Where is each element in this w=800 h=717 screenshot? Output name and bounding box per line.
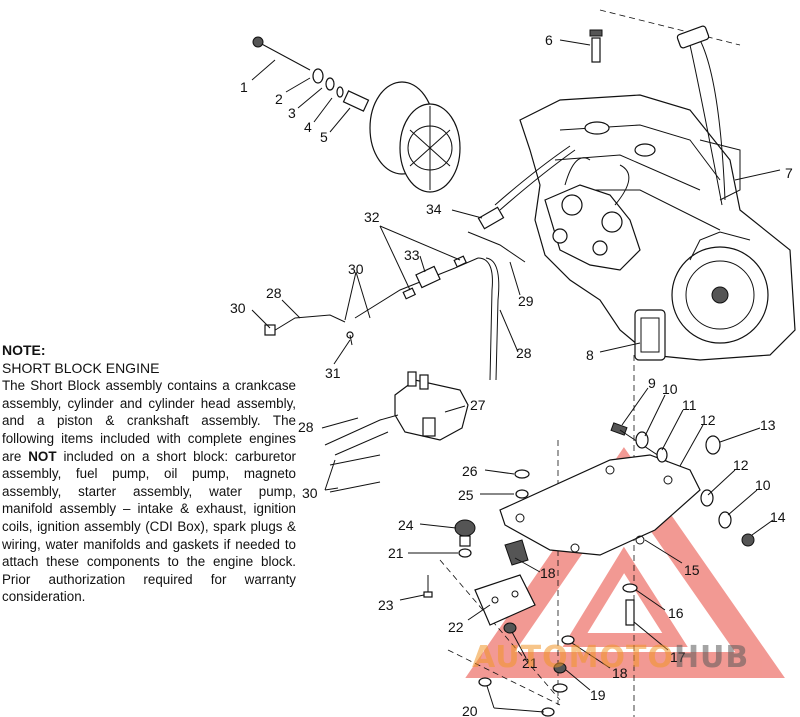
callout-15: 15 — [684, 562, 700, 578]
mount-hardware-bottom — [423, 469, 638, 717]
callout-14: 14 — [770, 509, 786, 525]
note-body-part1: The Short Block assembly contains a cran… — [2, 378, 296, 464]
ignition-wire — [589, 25, 726, 206]
callout-28a: 28 — [266, 285, 282, 301]
note-body-emphasis: NOT — [28, 448, 57, 464]
callout-11: 11 — [682, 397, 697, 413]
callout-5: 5 — [320, 129, 328, 145]
callout-23: 23 — [378, 597, 394, 613]
callout-30c: 30 — [302, 485, 318, 501]
callout-30a: 30 — [230, 300, 246, 316]
callout-9: 9 — [648, 375, 656, 391]
callout-4: 4 — [304, 119, 312, 135]
callout-3: 3 — [288, 105, 296, 121]
callout-30b: 30 — [348, 261, 364, 277]
callout-21b: 21 — [522, 655, 538, 671]
callout-31: 31 — [325, 365, 341, 381]
callout-20: 20 — [462, 703, 478, 717]
note-body-part2: included on a short block: carburetor as… — [2, 448, 296, 605]
callout-numbers: 1 2 3 4 5 6 7 8 9 10 11 12 13 12 10 14 1… — [230, 32, 793, 717]
callout-19: 19 — [590, 687, 606, 703]
callout-16: 16 — [668, 605, 684, 621]
watermark-text-part1: AUTOMOTO — [472, 640, 674, 675]
callout-28c: 28 — [516, 345, 532, 361]
leader-lines — [251, 39, 781, 713]
callout-18b: 18 — [612, 665, 628, 681]
callout-28b: 28 — [298, 419, 314, 435]
callout-21a: 21 — [388, 545, 404, 561]
callout-26: 26 — [462, 463, 478, 479]
watermark-text: AUTOMOTOHUB — [472, 640, 749, 675]
watermark-text-part2: HUB — [673, 640, 750, 675]
callout-2: 2 — [275, 91, 283, 107]
callout-29: 29 — [518, 293, 534, 309]
note-title: NOTE: — [2, 342, 46, 358]
callout-27: 27 — [470, 397, 486, 413]
callout-1: 1 — [240, 79, 248, 95]
callout-32: 32 — [364, 209, 380, 225]
short-block-note: NOTE: SHORT BLOCK ENGINE The Short Block… — [2, 342, 296, 606]
mount-hardware-right — [610, 422, 755, 547]
callout-12b: 12 — [733, 457, 749, 473]
note-subtitle: SHORT BLOCK ENGINE — [2, 359, 160, 376]
callout-17: 17 — [670, 649, 686, 665]
watermark-logo — [465, 447, 785, 678]
callout-7: 7 — [785, 165, 793, 181]
callout-24: 24 — [398, 517, 414, 533]
callout-34: 34 — [426, 201, 442, 217]
callout-13: 13 — [760, 417, 776, 433]
callout-10b: 10 — [755, 477, 771, 493]
callout-8: 8 — [586, 347, 594, 363]
callout-12a: 12 — [700, 412, 716, 428]
callout-25: 25 — [458, 487, 474, 503]
engine-block — [519, 94, 796, 361]
callout-6: 6 — [545, 32, 553, 48]
drive-clutch — [252, 36, 461, 193]
callout-22: 22 — [448, 619, 464, 635]
fuel-pump — [324, 371, 469, 493]
callout-10a: 10 — [662, 381, 678, 397]
note-body: The Short Block assembly contains a cran… — [2, 377, 296, 606]
mounting-plate — [499, 454, 701, 556]
callout-33: 33 — [404, 247, 420, 263]
callout-18a: 18 — [540, 565, 556, 581]
